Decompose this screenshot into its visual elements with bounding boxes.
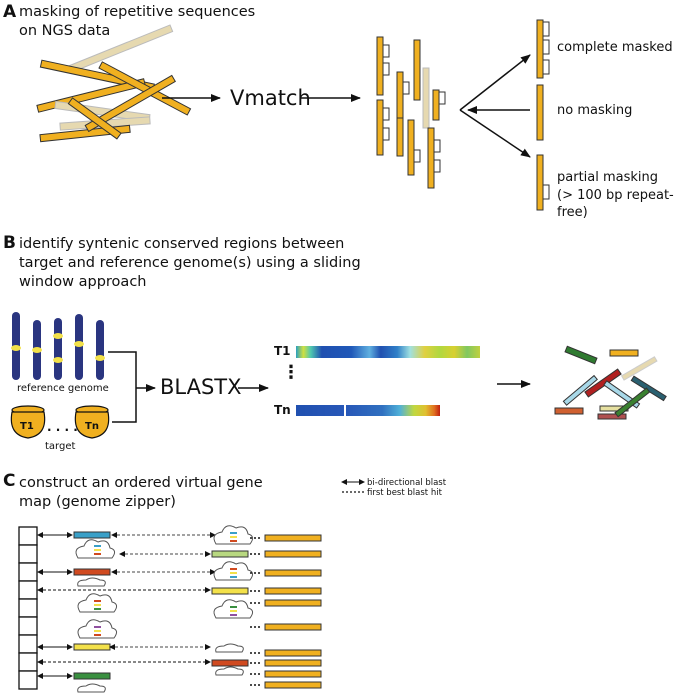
- blastx-label: BLASTX: [160, 375, 242, 399]
- panel-a-label: A: [3, 2, 17, 22]
- outcome-complete-label: complete masked: [557, 40, 673, 55]
- arrow-to-complete: [459, 54, 531, 111]
- heatmap-label-t1: T1: [274, 344, 291, 358]
- panel-c-title-line1: construct an ordered virtual gene: [19, 475, 263, 491]
- target-pots: [10, 405, 110, 439]
- pot-tn-label: Tn: [85, 421, 99, 432]
- heatmap-tn: [296, 405, 440, 416]
- heatmap-label-tn: Tn: [274, 403, 291, 417]
- left-clouds: [75, 539, 118, 693]
- reference-genome-label: reference genome: [17, 383, 109, 394]
- middle-clouds: [213, 525, 254, 676]
- reference-segments: [18, 526, 38, 690]
- middle-cloud-bands: [230, 532, 237, 616]
- right-gene-bars: [264, 534, 322, 689]
- reference-chromosomes: [11, 312, 105, 380]
- middle-gene-bars: [211, 550, 249, 667]
- panel-a-graphic: [36, 19, 550, 211]
- target-label: target: [45, 441, 76, 452]
- panel-c-graphic: [18, 479, 365, 693]
- left-cloud-bands: [94, 545, 101, 636]
- heatmap-vdots: ⋮: [282, 362, 300, 383]
- panel-b-title-line1: identify syntenic conserved regions betw…: [19, 236, 345, 252]
- panel-b-title-line2: target and reference genome(s) using a s…: [19, 255, 361, 271]
- outcome-reads: [536, 19, 550, 211]
- panel-b-label: B: [3, 233, 16, 253]
- vmatch-label: Vmatch: [230, 86, 311, 110]
- outcome-partial-label2: (> 100 bp repeat-free): [557, 188, 674, 220]
- conserved-regions: [554, 345, 667, 420]
- heatmap-t1: [296, 346, 480, 358]
- outcome-partial-label1: partial masking: [557, 170, 659, 185]
- raw-reads-pile: [36, 24, 192, 143]
- panel-b-title-line3: window approach: [19, 274, 147, 290]
- legend-firstbest-label: first best blast hit: [367, 488, 442, 498]
- panel-c-title-line2: map (genome zipper): [19, 494, 176, 510]
- panel-a-title-line1: masking of repetitive sequences: [19, 4, 256, 20]
- pot-dots: . . . .: [47, 420, 78, 434]
- arrow-to-partial: [459, 109, 531, 158]
- panel-b-graphic: [10, 312, 667, 439]
- legend-bidirectional-label: bi-directional blast: [367, 478, 447, 488]
- panel-c-label: C: [3, 471, 16, 491]
- outcome-none-label: no masking: [557, 103, 633, 118]
- panel-a-title-line2: on NGS data: [19, 23, 111, 39]
- pot-t1-label: T1: [20, 421, 34, 432]
- vertical-reads: [376, 36, 446, 189]
- input-bracket: [108, 351, 137, 423]
